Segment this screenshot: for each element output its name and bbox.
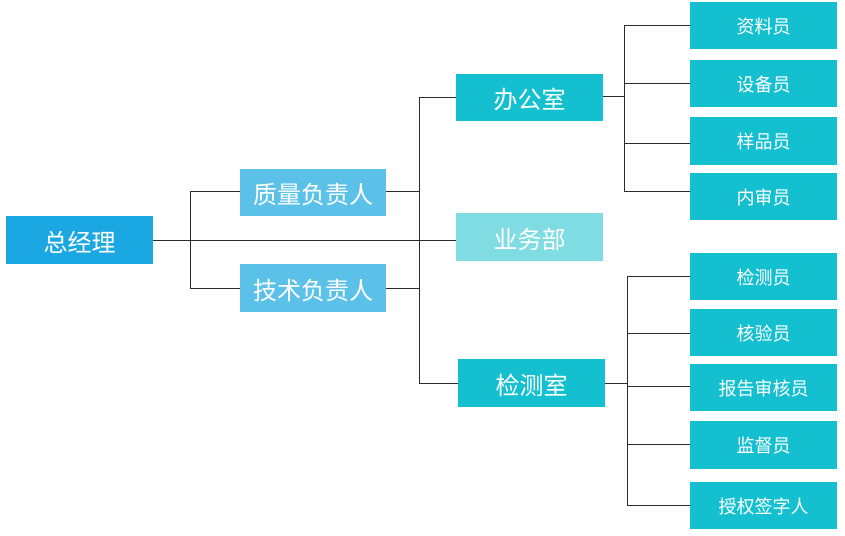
connector (190, 191, 191, 288)
node-staff: 样品员 (690, 117, 837, 165)
node-label: 技术负责人 (253, 276, 373, 305)
node-quality-manager: 质量负责人 (240, 169, 386, 216)
node-label: 资料员 (736, 16, 791, 38)
node-label: 设备员 (736, 74, 791, 96)
node-label: 检测室 (495, 371, 568, 400)
connector (190, 191, 240, 192)
connector (624, 25, 625, 191)
connector (627, 505, 690, 506)
connector (419, 383, 458, 384)
node-staff: 核验员 (690, 309, 837, 356)
node-label: 内审员 (736, 187, 791, 209)
connector (624, 83, 690, 84)
connector (605, 383, 628, 384)
node-staff: 设备员 (690, 60, 837, 107)
node-office: 办公室 (456, 74, 603, 121)
node-label: 监督员 (736, 436, 791, 457)
connector (627, 276, 690, 277)
node-label: 总经理 (43, 228, 116, 257)
connector (385, 288, 420, 289)
connector (190, 288, 240, 289)
node-label: 授权签字人 (718, 496, 809, 518)
connector (624, 25, 690, 26)
node-staff: 检测员 (690, 253, 837, 300)
node-staff: 授权签字人 (690, 482, 837, 529)
node-label: 报告审核员 (718, 378, 809, 400)
connector (419, 97, 420, 383)
connector (627, 444, 690, 445)
connector (385, 191, 420, 192)
node-label: 核验员 (736, 323, 791, 345)
node-label: 检测员 (736, 267, 791, 289)
connector (603, 96, 625, 97)
node-label: 办公室 (493, 86, 566, 114)
node-business-department: 业务部 (456, 213, 603, 261)
node-technical-manager: 技术负责人 (240, 264, 386, 312)
connector (627, 386, 690, 387)
connector (624, 143, 690, 144)
node-label: 质量负责人 (253, 181, 373, 209)
connector (624, 191, 690, 192)
node-testing-room: 检测室 (458, 359, 605, 407)
node-staff: 资料员 (690, 2, 837, 49)
node-staff: 内审员 (690, 173, 837, 220)
node-staff: 报告审核员 (690, 364, 837, 411)
connector (627, 276, 628, 505)
connector (627, 333, 690, 334)
connector (419, 97, 456, 98)
root-node-general-manager: 总经理 (6, 216, 153, 264)
connector (152, 240, 457, 241)
node-label: 业务部 (493, 225, 566, 254)
node-staff: 监督员 (690, 421, 837, 469)
node-label: 样品员 (736, 132, 791, 153)
